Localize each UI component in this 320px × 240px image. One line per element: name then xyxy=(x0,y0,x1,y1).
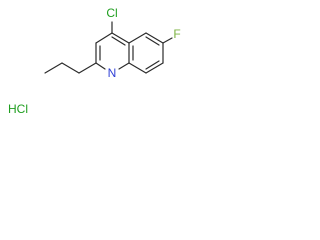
bond-c5-c6-double xyxy=(145,36,160,46)
bond-n-c8a xyxy=(118,62,130,70)
fluorine-atom-label: F xyxy=(173,27,180,41)
bonds xyxy=(44,21,173,74)
bond-c4a-c5 xyxy=(128,32,147,44)
nitrogen-atom-label: N xyxy=(108,66,117,80)
bond-propyl1-propyl2 xyxy=(61,62,80,74)
bond-c8-c8a xyxy=(128,62,147,74)
bond-c5-c6 xyxy=(145,32,164,44)
bond-c4-c3 xyxy=(95,32,113,44)
bond-c7-c8-double xyxy=(145,60,160,70)
bond-c2-n xyxy=(95,62,106,70)
molecule-structure: Cl F N HCl xyxy=(8,6,181,116)
bond-c4a-c4 xyxy=(111,32,130,44)
salt-label: HCl xyxy=(8,102,28,116)
bond-c6-f xyxy=(162,37,173,44)
bond-c2-propyl1 xyxy=(78,62,97,74)
chlorine-atom-label: Cl xyxy=(106,6,117,20)
bond-propyl2-propyl3 xyxy=(44,62,63,74)
bond-c4a-c4-double xyxy=(111,36,126,46)
bond-c7-c8 xyxy=(145,62,164,74)
